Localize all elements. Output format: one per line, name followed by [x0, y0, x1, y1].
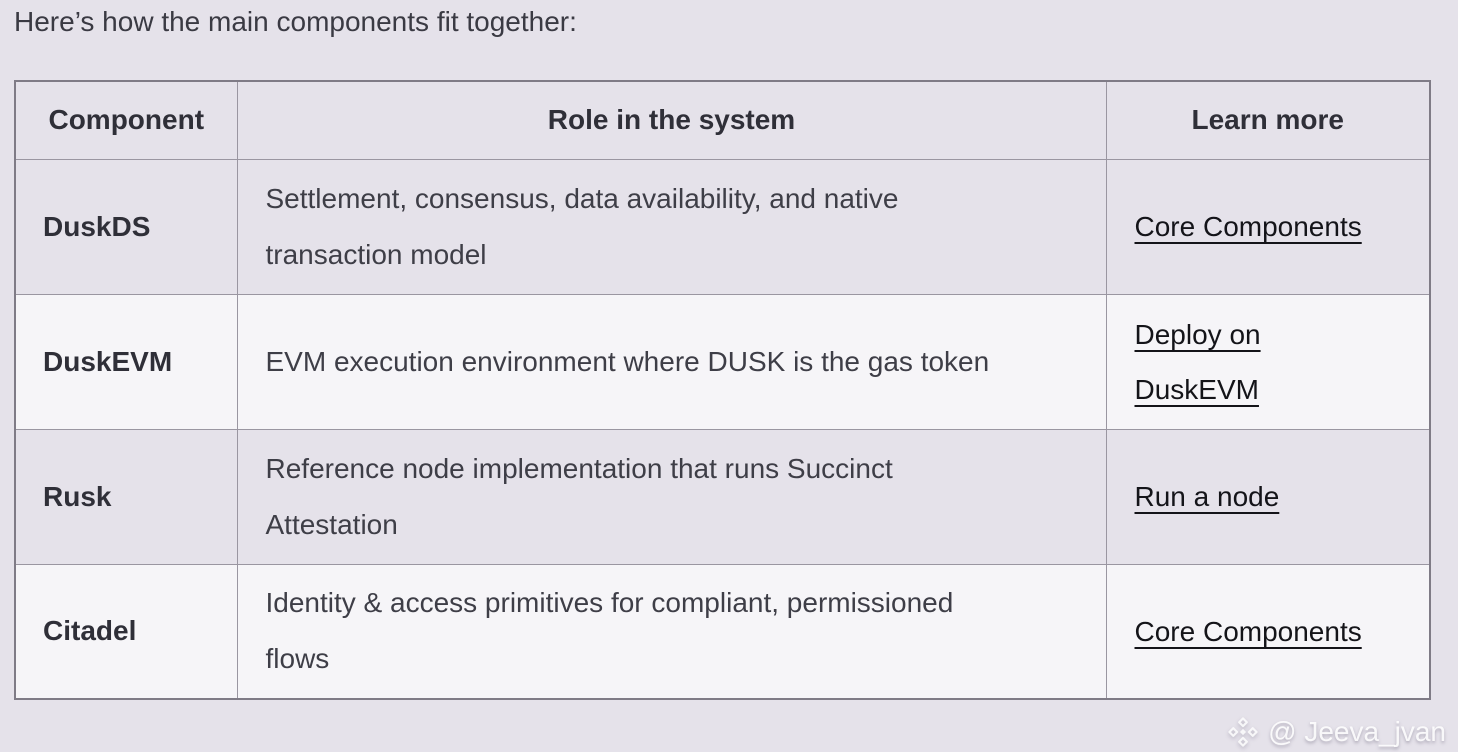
watermark-handle: @ Jeeva_jvan [1268, 716, 1446, 747]
learn-more-cell: Run a node [1105, 428, 1431, 565]
page-title: Here’s how the main components fit toget… [14, 6, 577, 37]
learn-more-cell: Deploy on DuskEVM [1105, 293, 1431, 430]
components-table: Component Role in the system Learn more … [14, 80, 1431, 700]
component-role-cell: Settlement, consensus, data availability… [236, 158, 1107, 295]
role-text: Identity & access primitives for complia… [265, 587, 954, 675]
column-header-learn-more: Learn more [1105, 80, 1431, 160]
table-header-row: Component Role in the system Learn more [14, 80, 1431, 160]
component-role-cell: Identity & access primitives for complia… [236, 563, 1107, 700]
table-row-rusk: Rusk Reference node implementation that … [14, 428, 1431, 565]
component-name-cell: DuskDS [14, 158, 238, 295]
role-text: Reference node implementation that runs … [265, 452, 893, 540]
table-row-duskds: DuskDS Settlement, consensus, data avail… [14, 158, 1431, 295]
learn-more-cell: Core Components [1105, 158, 1431, 295]
component-name-cell: Rusk [14, 428, 238, 565]
learn-more-link[interactable]: Deploy on DuskEVM [1134, 318, 1261, 405]
table-row-duskevm: DuskEVM EVM execution environment where … [14, 293, 1431, 430]
learn-more-link[interactable]: Core Components [1134, 615, 1362, 647]
binance-diamond-icon [1227, 716, 1259, 748]
watermark: @ Jeeva_jvan [1227, 716, 1446, 748]
component-name-cell: DuskEVM [14, 293, 238, 430]
column-header-component: Component [14, 80, 238, 160]
component-role-cell: EVM execution environment where DUSK is … [236, 293, 1107, 430]
component-name-cell: Citadel [14, 563, 238, 700]
learn-more-link[interactable]: Core Components [1134, 211, 1362, 242]
table-row-citadel: Citadel Identity & access primitives for… [14, 563, 1431, 700]
role-text: EVM execution environment where DUSK is … [265, 345, 990, 377]
learn-more-cell: Core Components [1105, 563, 1431, 700]
component-role-cell: Reference node implementation that runs … [236, 428, 1107, 565]
learn-more-link[interactable]: Run a node [1134, 481, 1280, 512]
column-header-role: Role in the system [236, 80, 1107, 160]
role-text: Settlement, consensus, data availability… [265, 182, 899, 270]
